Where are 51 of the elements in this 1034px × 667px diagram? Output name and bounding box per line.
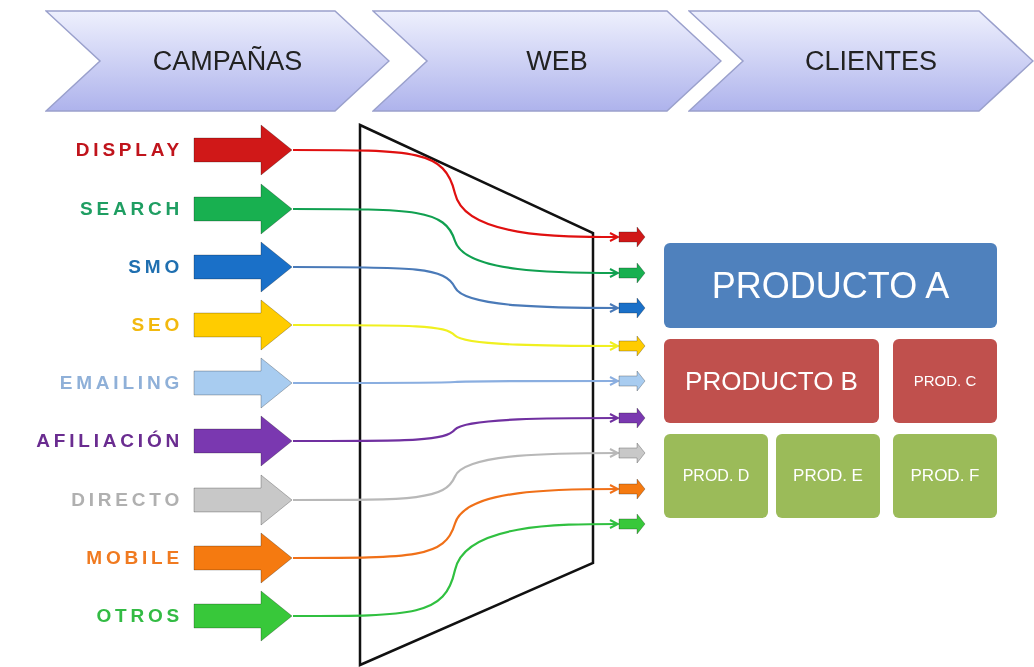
small-arrow-shape [618,513,646,535]
connector-arrow [293,448,619,502]
block-arrow-shape [193,415,293,467]
small-arrow-shape [618,335,646,357]
product-box [893,434,997,518]
block-arrow-shape [193,590,293,642]
connector-arrow [293,413,619,443]
small-arrow-shape [618,226,646,248]
small-arrow-shape [618,478,646,500]
block-arrow-shape [193,532,293,584]
node-label: PRODUCTO A [711,263,950,308]
small-arrow-shape [618,442,646,464]
channel-label: AFILIACIÓN [36,428,183,453]
channel-label: DIRECTO [71,487,183,512]
product-box [664,339,879,423]
small-arrow-shape [618,370,646,392]
node-label: PROD. E [793,465,863,488]
channel-label: OTROS [96,603,183,628]
channel-label: SEARCH [79,196,183,221]
connector-arrow [293,207,619,278]
node-label: CAMPAÑAS [152,44,303,78]
small-arrow-shape [618,297,646,319]
connector-arrow [293,376,619,386]
node-label: CLIENTES [804,44,937,78]
node-label: PROD. D [682,466,750,486]
block-arrow-shape [193,474,293,526]
block-arrow-shape [193,357,293,409]
small-arrow-shape [618,262,646,284]
channel-label: SEO [131,312,183,337]
block-arrow-shape [193,299,293,351]
channel-label: MOBILE [86,545,183,570]
channel-label: SMO [128,254,183,279]
connector-arrow [293,519,619,618]
node-label: PRODUCTO B [685,364,858,398]
product-box [776,434,880,518]
connector-arrow [293,265,619,313]
block-arrow-shape [193,124,293,176]
block-arrow-shape [193,241,293,293]
connector-arrow [293,323,619,351]
product-box [893,339,997,423]
small-arrow-shape [618,407,646,429]
block-arrow-shape [193,183,293,235]
node-label: PROD. C [913,370,977,391]
product-box [664,243,997,328]
node-label: WEB [526,44,588,78]
node-label: PROD. F [910,465,980,488]
channel-label: EMAILING [59,370,183,395]
product-box [664,434,768,518]
connector-arrow [293,484,619,560]
connector-arrow [293,148,619,242]
channel-label: DISPLAY [75,137,183,162]
